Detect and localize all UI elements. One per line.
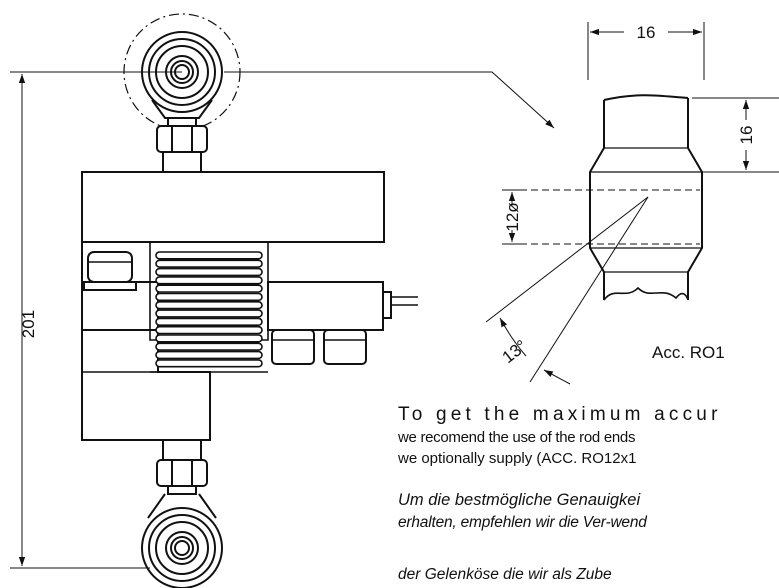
bellows-fold [155, 317, 263, 326]
height-dimension [10, 71, 182, 569]
bellows-fold [155, 300, 263, 310]
upper-rod-end [141, 31, 223, 127]
connector-plug [83, 251, 137, 291]
note-de-line-3: der Gelenköse die wir als Zube [398, 566, 612, 583]
bellows [155, 251, 263, 368]
note-en-line-1: To get the maximum accur [398, 404, 722, 425]
width-label: 16 [637, 23, 656, 42]
right-beam [267, 281, 384, 331]
bellows-fold [155, 292, 263, 302]
detail-leader [224, 71, 555, 129]
width-dimension [587, 22, 705, 80]
lower-rod-end [141, 485, 223, 588]
bellows-fold [155, 334, 263, 343]
note-en-line-2: we recomend the use of the rod ends [398, 429, 636, 446]
cable-glands [271, 329, 367, 365]
bellows-fold [155, 309, 263, 318]
bellows-fold [155, 325, 263, 335]
bellows-fold [155, 359, 263, 368]
note-de-line-1: Um die bestmögliche Genauigkei [398, 491, 641, 509]
accessory-label: Acc. RO1 [652, 343, 725, 362]
load-cell-assembly [81, 13, 418, 588]
angle-dimension [485, 196, 649, 385]
bore-dimension [502, 189, 522, 245]
angle-label: 13° [499, 336, 531, 367]
rod-end-detail [520, 94, 703, 301]
bellows-fold [155, 259, 263, 268]
bore-label: 12ø [503, 202, 522, 231]
lower-hex-nut [156, 439, 208, 487]
note-en-line-3: we optionally supply (ACC. RO12x1 [398, 450, 637, 467]
height-label: 201 [19, 310, 38, 338]
offset-label: 16 [737, 126, 756, 145]
upper-block [81, 171, 385, 243]
upper-hex-nut [156, 125, 208, 173]
bellows-fold [155, 276, 263, 285]
note-de-line-2: erhalten, empfehlen wir die Ver-wend [398, 514, 647, 531]
bellows-fold [155, 284, 263, 293]
bellows-fold [155, 342, 263, 351]
bellows-fold [155, 251, 263, 260]
bellows-fold [155, 350, 263, 360]
offset-dimension [650, 97, 779, 173]
bellows-fold [155, 267, 263, 277]
